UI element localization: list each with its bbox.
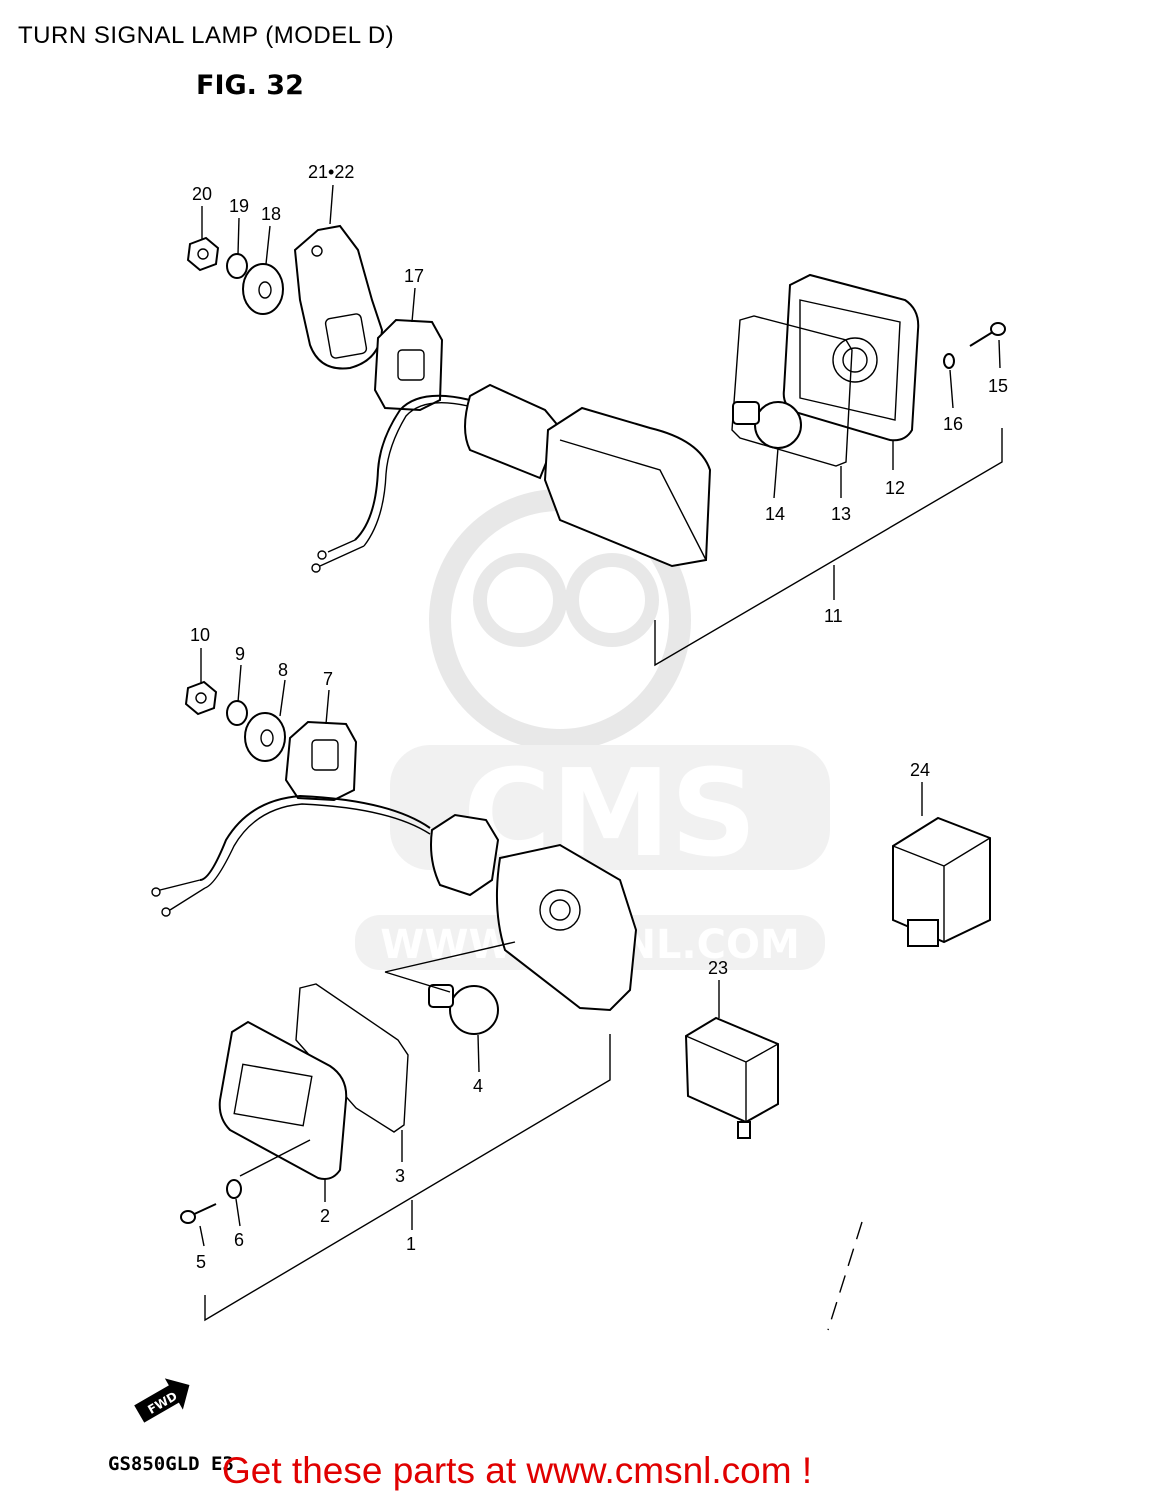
upper-lamp-assembly [186,184,1006,667]
cushion-part-17 [373,318,444,412]
callout-9: 9 [235,644,245,664]
fwd-arrow-icon: FWD [134,1378,190,1423]
bulb-part-4 [449,985,499,1035]
callout-labels: 20 19 18 21•22 17 15 16 12 13 14 11 10 9… [190,162,1008,1272]
callout-8: 8 [278,660,288,680]
wire-harness-upper [354,394,471,541]
callout-4: 4 [473,1076,483,1096]
callout-18: 18 [261,204,281,224]
reference-dashed-line [827,1221,863,1331]
callout-23: 23 [708,958,728,978]
callout-3: 3 [395,1166,405,1186]
figure-number: FIG. 32 [196,70,304,101]
lock-washer-part-9 [226,700,248,726]
wire-harness-lower [199,794,431,881]
page-title: TURN SIGNAL LAMP (MODEL D) [18,22,395,49]
lens-part-2 [218,1020,348,1180]
lamp-housing-part-11 [543,406,712,568]
callout-24: 24 [910,760,930,780]
assembly-bracket-11 [654,428,1003,667]
callout-21-22: 21•22 [308,162,354,182]
callout-2: 2 [320,1206,330,1226]
callout-15: 15 [988,376,1008,396]
callout-14: 14 [765,504,785,524]
callout-16: 16 [943,414,963,434]
callout-6: 6 [234,1230,244,1250]
callout-11: 11 [824,606,843,626]
callout-10: 10 [190,625,210,645]
washer-part-8 [244,712,286,762]
callout-12: 12 [885,478,905,498]
shop-link-banner[interactable]: Get these parts at www.cmsnl.com ! [222,1450,813,1491]
callout-20: 20 [192,184,212,204]
lamp-stem-lower [430,813,500,897]
gasket-part-13 [731,315,853,467]
model-code: GS850GLD E3 [108,1453,234,1475]
washer-part-16 [943,353,955,369]
lower-lamp-assembly [151,648,638,1322]
callout-13: 13 [831,504,851,524]
assembly-bracket-1 [204,1034,611,1322]
nut-part-20 [186,236,220,272]
flasher-relay-part-24 [892,782,991,947]
flasher-relay-part-23 [684,980,779,1139]
washer-part-6 [226,1179,242,1199]
bulb-part-14 [754,401,802,449]
callout-7: 7 [323,669,333,689]
lamp-housing-part-1 [495,843,638,1012]
nut-part-10 [184,680,218,716]
callout-17: 17 [404,266,424,286]
cushion-part-7 [284,720,358,802]
callout-1: 1 [406,1234,416,1254]
callout-5: 5 [196,1252,206,1272]
callout-19: 19 [229,196,249,216]
washer-part-18 [242,263,284,315]
lock-washer-part-19 [226,253,248,279]
lamp-stem-upper [464,383,562,480]
bracket-part-21-22 [293,224,384,370]
